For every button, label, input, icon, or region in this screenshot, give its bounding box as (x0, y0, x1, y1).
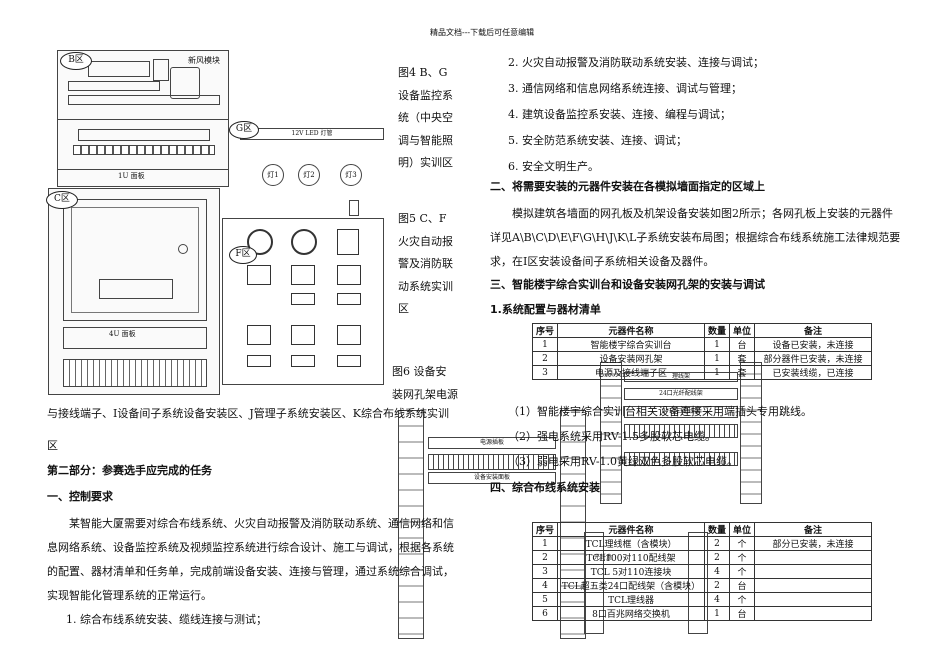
zone-c-marker: C区 (46, 191, 78, 209)
table-header-row: 序号元器件名称数量单位备注 (531, 522, 873, 537)
part2-heading: 第二部分：参赛选手应完成的任务 (47, 464, 212, 477)
task-items: 2. 火灾自动报警及消防联动系统安装、连接与调试； 3. 通信网络和信息网络系统… (508, 56, 764, 173)
notes: （1）智能楼宇综合实训台相关设备连接采用端插头专用跳线。 （2）强电系统采用RV… (508, 405, 812, 468)
fresh-air-label: 新风模块 (188, 56, 220, 65)
subsection-3-1: 1.系统配置与器材清单 (490, 303, 601, 316)
section-4-heading: 四、综合布线系统安装 (490, 481, 600, 494)
section-3-heading: 三、智能楼宇综合实训台和设备安装网孔架的安装与调试 (490, 278, 765, 291)
panel-1u-label: 1U 面板 (118, 172, 145, 180)
figure-6-caption: 图6 设备安装网孔架电源 (392, 365, 458, 401)
zone-f-marker: F区 (229, 246, 257, 264)
zone-g-marker: G区 (229, 121, 259, 139)
paragraph-1: 某智能大厦需要对综合布线系统、火灾自动报警及消防联动系统、通信网络和信 息网络系… (47, 517, 454, 602)
figure-5-f-panel (222, 218, 384, 385)
lamp-2: 灯2 (298, 164, 320, 186)
left-cont-line2: 区 (47, 439, 58, 452)
page-header: 精品文档---下载后可任意编辑 (430, 28, 535, 37)
left-cont-line: 与接线端子、I设备间子系统设备安装区、J管理子系统安装区、K综合布线系统实训 (47, 407, 449, 420)
rack-power-label: 电源插板 (428, 437, 556, 449)
figure-4-g-panel: 12V LED 灯管 灯1 灯2 灯3 (236, 118, 386, 218)
figure-4-panel: 新风模块 1U 面板 (57, 50, 229, 187)
task-item-1: 1. 综合布线系统安装、缆线连接与测试； (66, 613, 267, 626)
paragraph-2: 模拟建筑各墙面的网孔板及机架设备安装如图2所示；各网孔板上安装的元器件 详见A\… (490, 207, 901, 268)
lamp-1: 灯1 (262, 164, 284, 186)
section-1-heading: 一、控制要求 (47, 490, 113, 503)
rack-patch-label: 2*12口配线架 (624, 406, 738, 418)
led-panel-label: 12V LED 灯管 (240, 128, 384, 140)
zone-b-marker: B区 (60, 52, 92, 70)
rack-figure: 电源插板 设备安装面板 理线架 24口光纤配线架 2*12口配线架 光纤盒 (388, 362, 768, 639)
lamp-3: 灯3 (340, 164, 362, 186)
panel-4u-label: 4U 面板 (109, 330, 136, 338)
rack-24-label: 24口光纤配线架 (624, 388, 738, 400)
section-2-heading: 二、将需要安装的元器件安装在各模拟墙面指定的区域上 (490, 180, 765, 193)
table-header-row: 序号元器件名称数量单位备注 (531, 323, 873, 338)
figure-5-c-panel: 4U 面板 (48, 188, 220, 395)
rack-kit-label: 设备安装面板 (428, 472, 556, 484)
